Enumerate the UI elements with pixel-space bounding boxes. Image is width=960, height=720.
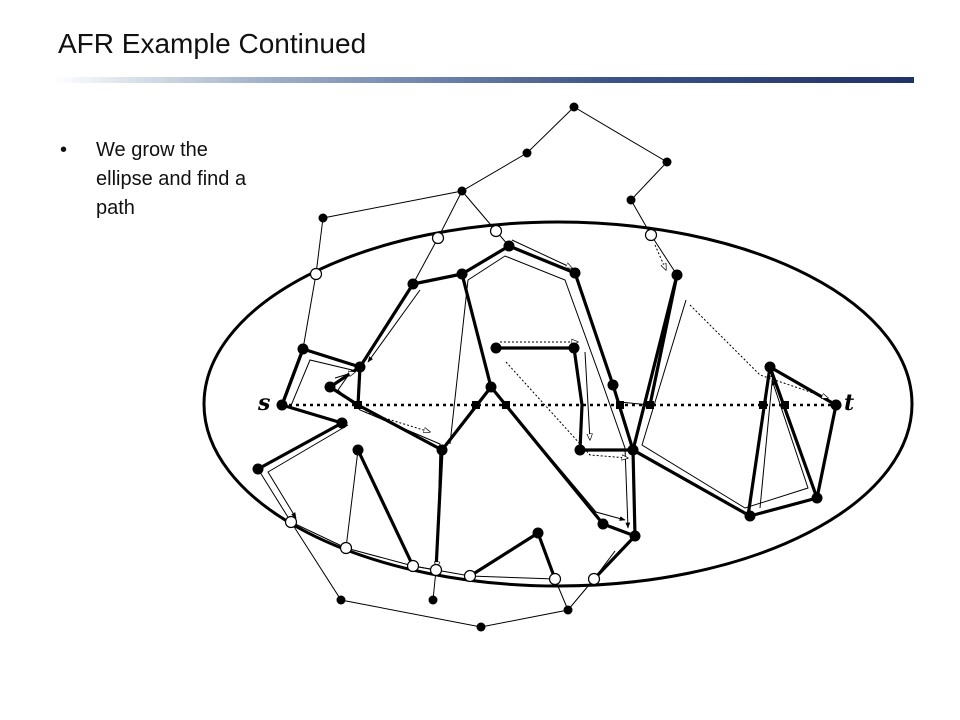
thin-edges — [257, 106, 678, 628]
thick-edges — [257, 244, 838, 581]
flow-paths — [267, 239, 828, 568]
filled-nodes — [252, 102, 842, 632]
slide-title: AFR Example Continued — [58, 28, 367, 59]
target-label: t — [844, 390, 854, 416]
bullet-marker: • — [60, 139, 68, 161]
title-rule — [52, 77, 914, 83]
bullet-text: We grow the ellipse and find a path — [96, 139, 247, 219]
open-nodes — [284, 224, 658, 586]
bullet-list: • We grow the ellipse and find a path — [60, 136, 260, 223]
st-intersections — [354, 401, 789, 409]
bullet-item: • We grow the ellipse and find a path — [60, 136, 260, 223]
source-label: s — [257, 390, 270, 416]
